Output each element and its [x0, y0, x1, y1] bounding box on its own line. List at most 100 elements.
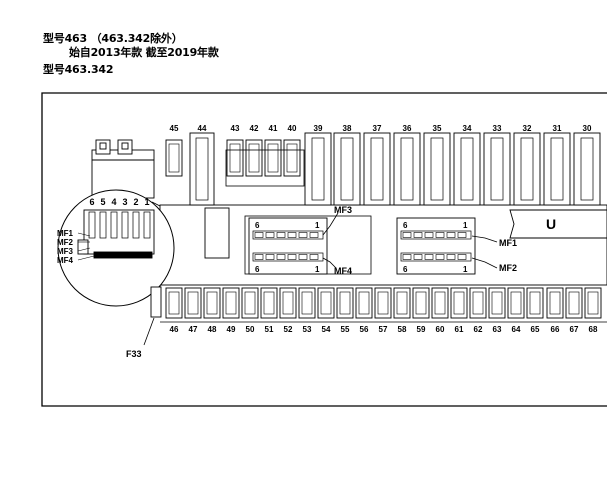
bottom-fuse-62: 62 — [469, 287, 487, 334]
connector-label-mf3: MF3 — [334, 205, 352, 215]
top-fuse-31: 31 — [543, 124, 571, 206]
relay-u: U — [509, 209, 607, 239]
bottom-fuse-61: 61 — [450, 287, 468, 334]
top-fuse-label: 44 — [198, 124, 207, 133]
bottom-fuse-label: 62 — [474, 325, 483, 334]
top-fuse-43: 43 — [226, 124, 244, 177]
bottom-fuse-46: 46 — [165, 287, 183, 334]
block-pin-label-1: 1 — [315, 265, 320, 274]
top-fuse-38: 38 — [333, 124, 361, 206]
connector-housing — [91, 139, 155, 199]
bottom-fuse-label: 48 — [208, 325, 217, 334]
bottom-fuse-66: 66 — [546, 287, 564, 334]
top-fuse-label: 43 — [231, 124, 240, 133]
bottom-fuse-63: 63 — [488, 287, 506, 334]
callout-pin-label: 4 — [111, 197, 116, 207]
top-fuse-label: 42 — [250, 124, 259, 133]
callout-pin-label: 2 — [133, 197, 138, 207]
bottom-fuse-56: 56 — [355, 287, 373, 334]
block-pin-label-6: 6 — [255, 265, 260, 274]
bottom-fuse-label: 55 — [341, 325, 350, 334]
bottom-fuse-label: 59 — [417, 325, 426, 334]
bottom-fuse-60: 60 — [431, 287, 449, 334]
top-fuse-label: 34 — [463, 124, 472, 133]
bottom-fuse-label: 64 — [512, 325, 521, 334]
top-fuse-45: 45 — [165, 124, 183, 177]
callout-label-mf4: MF4 — [57, 256, 74, 265]
diagram-frame — [41, 92, 607, 407]
model-heading: 型号463 （463.342除外） — [43, 32, 183, 45]
bottom-fuse-label: 54 — [322, 325, 331, 334]
top-fuse-label: 45 — [170, 124, 179, 133]
top-fuse-32: 32 — [513, 124, 541, 206]
bottom-fuse-47: 47 — [184, 287, 202, 334]
bottom-fuse-label: 67 — [570, 325, 579, 334]
top-fuse-label: 30 — [583, 124, 592, 133]
callout-pin-label: 3 — [122, 197, 127, 207]
bottom-fuse-label: 63 — [493, 325, 502, 334]
bottom-fuse-label: 47 — [189, 325, 198, 334]
callout-label-mf2: MF2 — [57, 238, 74, 247]
model-year-range: 始自2013年款 截至2019年款 — [69, 46, 219, 59]
top-fuse-30: 30 — [573, 124, 601, 206]
block-pin-label-6: 6 — [255, 221, 260, 230]
bottom-fuse-48: 48 — [203, 287, 221, 334]
bottom-fuse-label: 50 — [246, 325, 255, 334]
bottom-fuse-label: 52 — [284, 325, 293, 334]
bottom-fuse-50: 50 — [241, 287, 259, 334]
block-pin-label-6: 6 — [403, 221, 408, 230]
bottom-fuse-label: 57 — [379, 325, 388, 334]
top-fuse-40: 40 — [283, 124, 301, 177]
top-fuse-label: 41 — [269, 124, 278, 133]
top-fuse-41: 41 — [264, 124, 282, 177]
connector-label-mf2: MF2 — [499, 263, 517, 273]
top-fuse-label: 31 — [553, 124, 562, 133]
callout-label-mf1: MF1 — [57, 229, 74, 238]
top-fuse-label: 33 — [493, 124, 502, 133]
bottom-fuse-57: 57 — [374, 287, 392, 334]
fuse-f33-label: F33 — [126, 349, 142, 359]
bottom-fuse-53: 53 — [298, 287, 316, 334]
bottom-fuse-label: 51 — [265, 325, 274, 334]
bottom-fuse-59: 59 — [412, 287, 430, 334]
top-fuse-42: 42 — [245, 124, 263, 177]
bottom-fuse-label: 60 — [436, 325, 445, 334]
bottom-fuse-label: 68 — [589, 325, 598, 334]
callout-pin-label: 5 — [100, 197, 105, 207]
callout-pin-label: 6 — [89, 197, 94, 207]
top-fuse-44: 44 — [189, 124, 215, 206]
bottom-fuse-label: 53 — [303, 325, 312, 334]
top-fuse-34: 34 — [453, 124, 481, 206]
block-pin-label-6: 6 — [403, 265, 408, 274]
block-pin-label-1: 1 — [315, 221, 320, 230]
top-fuse-37: 37 — [363, 124, 391, 206]
callout-pin-label: 1 — [144, 197, 149, 207]
connector-leaders — [322, 212, 498, 269]
block-pin-label-1: 1 — [463, 221, 468, 230]
relay-u-label: U — [546, 216, 556, 232]
bottom-fuse-label: 56 — [360, 325, 369, 334]
bottom-fuse-row: 46 47 48 49 50 51 52 53 54 55 56 57 58 59 60 61 62 63 64 65… — [160, 287, 607, 334]
bottom-fuse-label: 49 — [227, 325, 236, 334]
bottom-fuse-49: 49 — [222, 287, 240, 334]
bottom-fuse-label: 61 — [455, 325, 464, 334]
bottom-fuse-label: 58 — [398, 325, 407, 334]
connector-label-mf4: MF4 — [334, 266, 352, 276]
bottom-fuse-52: 52 — [279, 287, 297, 334]
top-fuse-39: 39 — [304, 124, 332, 206]
top-fuse-label: 35 — [433, 124, 442, 133]
bottom-fuse-67: 67 — [565, 287, 583, 334]
bottom-fuse-58: 58 — [393, 287, 411, 334]
bottom-fuse-65: 65 — [526, 287, 544, 334]
model-subheading: 型号463.342 — [43, 63, 114, 76]
bottom-fuse-55: 55 — [336, 287, 354, 334]
top-fuse-label: 39 — [314, 124, 323, 133]
top-fuse-label: 38 — [343, 124, 352, 133]
top-fuse-label: 37 — [373, 124, 382, 133]
fuse-panel-body — [159, 204, 607, 310]
